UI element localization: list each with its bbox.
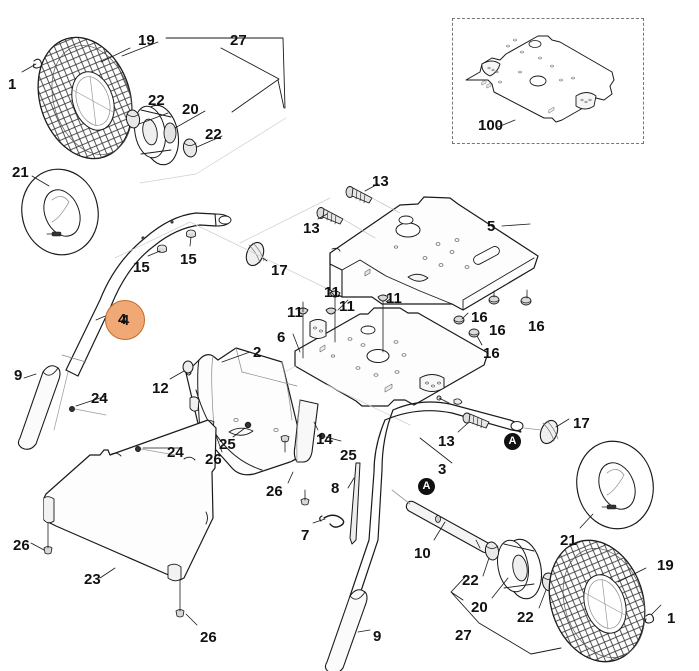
knob-17-lower — [539, 419, 559, 445]
callout-part-19: 19 — [138, 32, 155, 49]
callout-part-21: 21 — [12, 164, 29, 181]
pin-24-b — [135, 446, 141, 452]
bushing-lower-a — [484, 541, 500, 561]
bracket-27-top — [165, 37, 286, 113]
inset-panel-100-border — [452, 18, 644, 144]
rod-8 — [349, 462, 361, 545]
callout-part-16: 16 — [528, 318, 545, 335]
nut-16-c — [520, 296, 532, 306]
callout-part-16: 16 — [489, 322, 506, 339]
reference-marker-a-1: A — [504, 433, 521, 450]
plate-5 — [329, 196, 539, 311]
bushing-top-b — [182, 138, 198, 158]
bushing-top-a — [125, 109, 141, 129]
reference-marker-a-2: A — [418, 478, 435, 495]
callout-part-26: 26 — [13, 537, 30, 554]
screw-11-b — [329, 290, 341, 343]
valve-clip-bottom — [644, 613, 655, 624]
inset-plate-100 — [465, 35, 615, 128]
hub-top — [134, 104, 180, 166]
callout-part-6: 6 — [277, 329, 286, 346]
callout-part-16: 16 — [471, 309, 488, 326]
callout-part-24: 24 — [167, 444, 184, 461]
grip-lower — [324, 589, 368, 671]
callout-part-22: 22 — [148, 92, 165, 109]
screw-26-e — [175, 574, 185, 618]
support-14 — [293, 399, 319, 463]
screw-11-c — [325, 307, 337, 315]
plate-6 — [294, 307, 489, 407]
screw-26-c — [300, 489, 310, 506]
screw-26-b — [280, 435, 290, 453]
callout-part-1: 1 — [8, 76, 17, 93]
pin-25-a — [244, 421, 252, 429]
callout-part-27: 27 — [230, 32, 247, 49]
callout-part-11: 11 — [386, 290, 402, 307]
bolt-15-b — [186, 229, 196, 238]
nut-16-d — [468, 328, 480, 338]
callout-part-1: 1 — [667, 610, 676, 627]
tire-top-left — [37, 33, 134, 165]
inner-tube-lower — [576, 440, 654, 530]
callout-part-11: 11 — [287, 304, 303, 321]
handle-tube-3 — [349, 398, 524, 601]
callout-part-9: 9 — [373, 628, 382, 645]
bolt-13-lower — [462, 412, 490, 429]
grip-upper-left — [17, 365, 61, 450]
callout-part-2: 2 — [253, 344, 262, 361]
knob-12 — [182, 360, 194, 376]
callout-part-26: 26 — [205, 451, 222, 468]
panel-23 — [43, 419, 217, 582]
callout-part-16: 16 — [483, 345, 500, 362]
callout-part-26: 26 — [266, 483, 283, 500]
callout-part-8: 8 — [331, 480, 340, 497]
callout-part-7: 7 — [301, 527, 310, 544]
callout-part-27: 27 — [455, 627, 472, 644]
callout-part-14: 14 — [316, 431, 333, 448]
callout-part-13: 13 — [438, 433, 455, 450]
callout-part-15: 15 — [180, 251, 197, 268]
callout-part-17: 17 — [271, 262, 288, 279]
bracket-27-lower — [450, 575, 562, 655]
callout-part-12: 12 — [152, 380, 169, 397]
pin-25-b — [318, 432, 326, 440]
callout-part-20: 20 — [471, 599, 488, 616]
hub-lower — [497, 538, 543, 600]
pin-24-a — [69, 406, 75, 412]
callout-part-20: 20 — [182, 101, 199, 118]
callout-part-21: 21 — [560, 532, 577, 549]
callout-part-11: 11 — [324, 284, 340, 301]
callout-part-9: 9 — [14, 367, 23, 384]
highlight-hotspot-part-4[interactable]: 4 — [105, 300, 145, 340]
bolt-13-top-b — [316, 207, 344, 225]
nut-16-a — [453, 315, 465, 325]
callout-part-4: 4 — [118, 311, 127, 328]
inner-tube-top — [21, 168, 99, 256]
screw-11-d — [377, 294, 389, 353]
callout-part-11: 11 — [339, 298, 355, 315]
callout-part-15: 15 — [133, 259, 150, 276]
callout-part-17: 17 — [573, 415, 590, 432]
callout-part-13: 13 — [303, 220, 320, 237]
callout-part-10: 10 — [414, 545, 431, 562]
inset-label-100: 100 — [478, 117, 504, 134]
knob-17-top — [245, 241, 265, 267]
callout-part-25: 25 — [340, 447, 357, 464]
callout-part-23: 23 — [84, 571, 101, 588]
callout-part-25: 25 — [219, 436, 236, 453]
valve-clip-top — [32, 58, 43, 69]
callout-part-22: 22 — [462, 572, 479, 589]
callout-part-24: 24 — [91, 390, 108, 407]
callout-part-22: 22 — [517, 609, 534, 626]
handle-tube-4 — [61, 212, 232, 377]
callout-part-26: 26 — [200, 629, 217, 646]
clip-7 — [319, 514, 345, 528]
callout-part-19: 19 — [657, 557, 674, 574]
bolt-13-top-a — [345, 186, 373, 204]
callout-part-5: 5 — [487, 218, 496, 235]
callout-part-22: 22 — [205, 126, 222, 143]
callout-part-13: 13 — [372, 173, 389, 190]
callout-part-3: 3 — [438, 461, 447, 478]
